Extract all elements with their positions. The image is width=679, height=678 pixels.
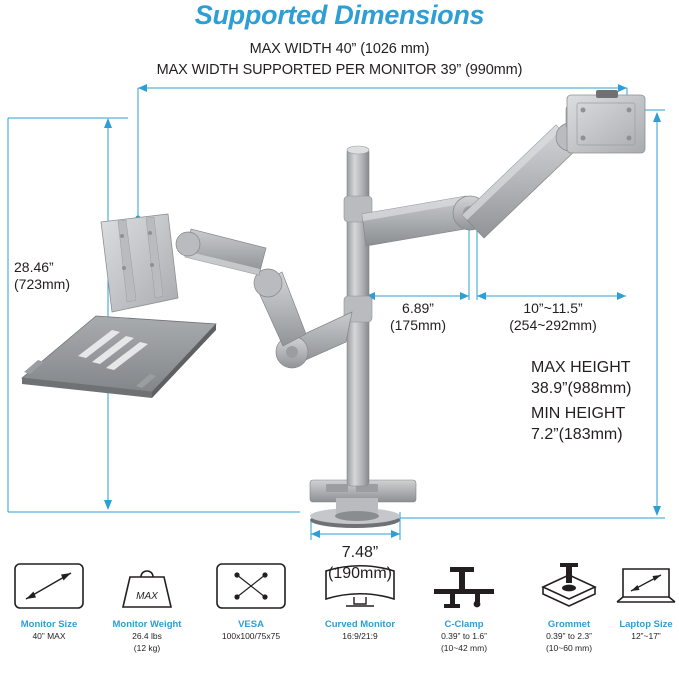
- base-width-label: 7.48” (190mm): [327, 544, 392, 582]
- max-width-line: MAX WIDTH 40” (1026 mm): [249, 41, 430, 57]
- spec-title: Grommet: [547, 619, 591, 630]
- laptop-tray: [21, 315, 217, 398]
- spec-title: Monitor Size: [20, 619, 78, 630]
- spec-sub: 16:9/21:9: [342, 631, 378, 641]
- spec-sub: (10~60 mm): [545, 642, 593, 653]
- spec-curved-monitor: Curved Monitor 16:9/21:9: [310, 556, 410, 642]
- spec-title: Laptop Size: [619, 619, 673, 630]
- spec-title: Curved Monitor: [324, 619, 396, 630]
- monitor-arm-right: [361, 90, 646, 247]
- spec-vesa: VESA 100x100/75x75: [196, 556, 306, 642]
- spec-monitor-weight: MAX Monitor Weight 26.4 lbs (12 kg): [104, 556, 190, 653]
- spec-monitor-size: Monitor Size 40” MAX: [2, 556, 96, 642]
- spec-title: C-Clamp: [444, 619, 484, 630]
- curved-monitor-icon: [310, 556, 410, 616]
- monitor-weight-icon: MAX: [104, 556, 190, 616]
- max-height-label: MAX HEIGHT 38.9”(988mm): [531, 359, 632, 397]
- monitor-arm-diagram: [7, 84, 665, 540]
- spec-title: Monitor Weight: [112, 619, 182, 630]
- spec-sub: (10~42 mm): [440, 642, 488, 653]
- spec-icon-strip: Monitor Size 40” MAX MAX Monitor Weight …: [0, 556, 679, 678]
- spec-sub: 100x100/75x75: [221, 631, 281, 641]
- spec-laptop-size: Laptop Size 12”~17”: [614, 556, 678, 642]
- spec-c-clamp: C-Clamp 0.39” to 1.6” (10~42 mm): [412, 556, 516, 653]
- laptop-size-icon: [614, 556, 678, 616]
- vesa-icon: [196, 556, 306, 616]
- min-height-label: MIN HEIGHT 7.2”(183mm): [531, 405, 626, 443]
- spec-sub: 0.39” to 1.6”: [441, 631, 487, 641]
- spec-sub: 26.4 lbs: [132, 631, 162, 641]
- laptop-mount-plate: [100, 213, 179, 313]
- page-title: Supported Dimensions: [194, 0, 485, 30]
- max-width-per-monitor-line: MAX WIDTH SUPPORTED PER MONITOR 39” (990…: [156, 62, 523, 78]
- spec-sub: 40” MAX: [32, 631, 66, 641]
- spec-sub: (12 kg): [133, 642, 161, 653]
- laptop-arm-left: [175, 228, 353, 369]
- svg-text:MAX: MAX: [136, 591, 158, 602]
- spec-sub: 12”~17”: [631, 631, 661, 641]
- arm-inner-label: 6.89” (175mm): [389, 300, 446, 333]
- arm-outer-label: 10”~11.5” (254~292mm): [509, 300, 597, 333]
- desk-base: [309, 479, 417, 528]
- spec-sub: 0.39” to 2.3”: [546, 631, 592, 641]
- spec-grommet: Grommet 0.39” to 2.3” (10~60 mm): [522, 556, 616, 653]
- height-left-label: 28.46” (723mm): [14, 259, 71, 292]
- c-clamp-icon: [412, 556, 516, 616]
- grommet-icon: [522, 556, 616, 616]
- spec-title: VESA: [238, 619, 264, 630]
- monitor-size-icon: [2, 556, 96, 616]
